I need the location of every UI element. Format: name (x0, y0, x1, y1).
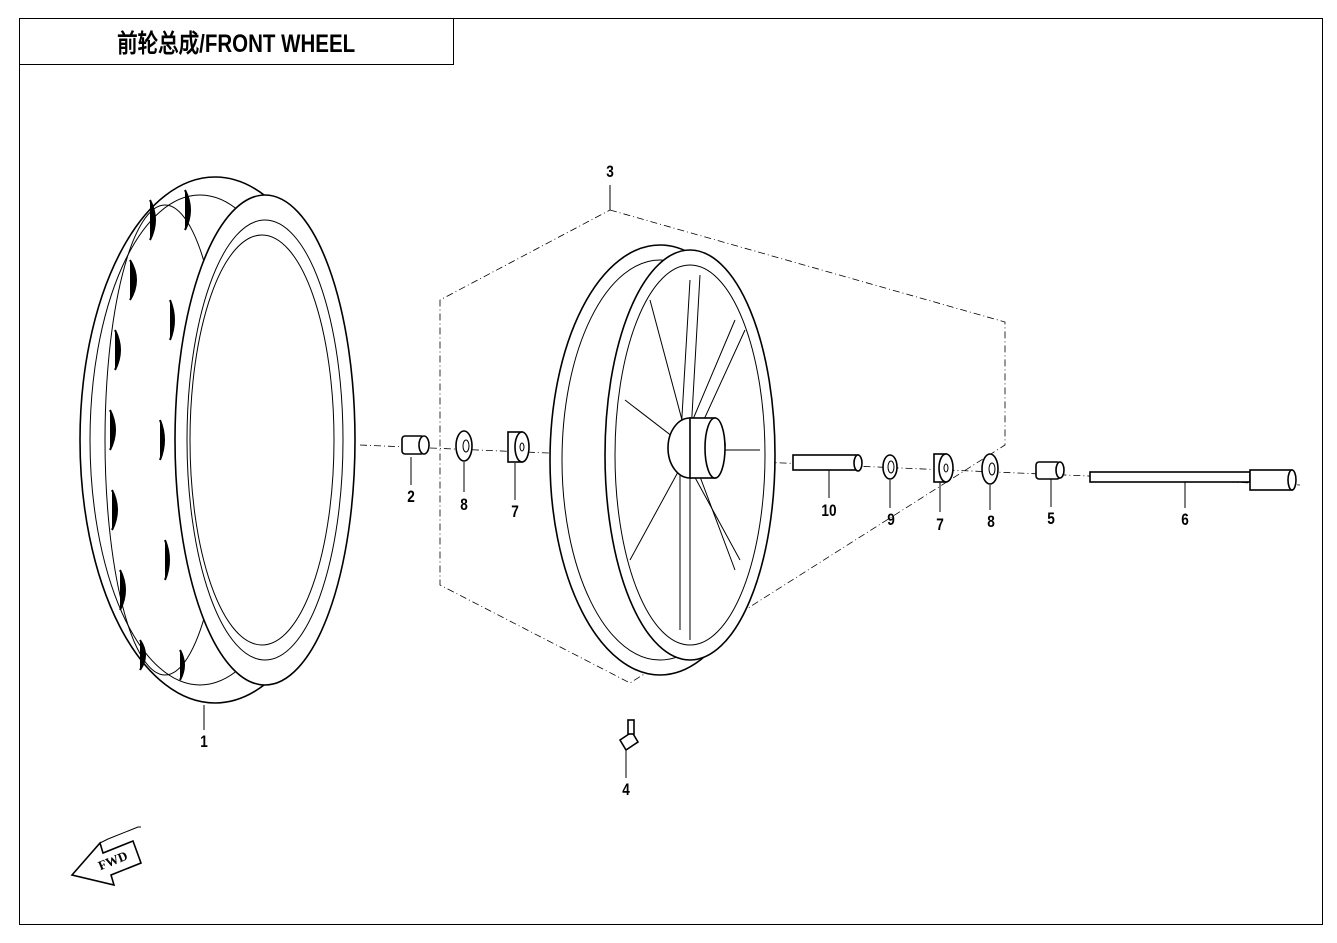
callout-5: 5 (1047, 509, 1055, 528)
callout-7-left: 7 (511, 502, 519, 521)
part-8-seal-left (455, 430, 473, 462)
part-2-collar (401, 435, 430, 455)
part-6-axle (1089, 469, 1297, 491)
drawing-frame (19, 18, 1323, 925)
tire-drawing (79, 176, 356, 704)
part-5-collar (1035, 461, 1065, 480)
part-9-seal (882, 454, 898, 480)
callout-2: 2 (407, 487, 415, 506)
callout-6: 6 (1181, 510, 1189, 529)
part-7-bearing-left (507, 431, 530, 463)
fwd-arrow-icon (70, 826, 143, 887)
part-8-seal-right (981, 453, 999, 485)
callout-1: 1 (200, 732, 208, 751)
wheel-drawing (549, 244, 776, 676)
callout-4: 4 (622, 780, 630, 799)
part-10-spacer (792, 454, 863, 472)
callout-8-right: 8 (987, 512, 995, 531)
callout-10: 10 (821, 501, 837, 520)
callout-3: 3 (606, 162, 614, 181)
part-7-bearing-right (933, 453, 954, 483)
callout-7-right: 7 (936, 515, 944, 534)
page-title: 前轮总成/FRONT WHEEL (117, 29, 356, 58)
part-4-valve (618, 719, 640, 752)
title-box: 前轮总成/FRONT WHEEL (19, 18, 454, 65)
callout-9: 9 (887, 510, 895, 529)
wheel-assembly-boundary (439, 209, 1006, 684)
callout-8-left: 8 (460, 495, 468, 514)
